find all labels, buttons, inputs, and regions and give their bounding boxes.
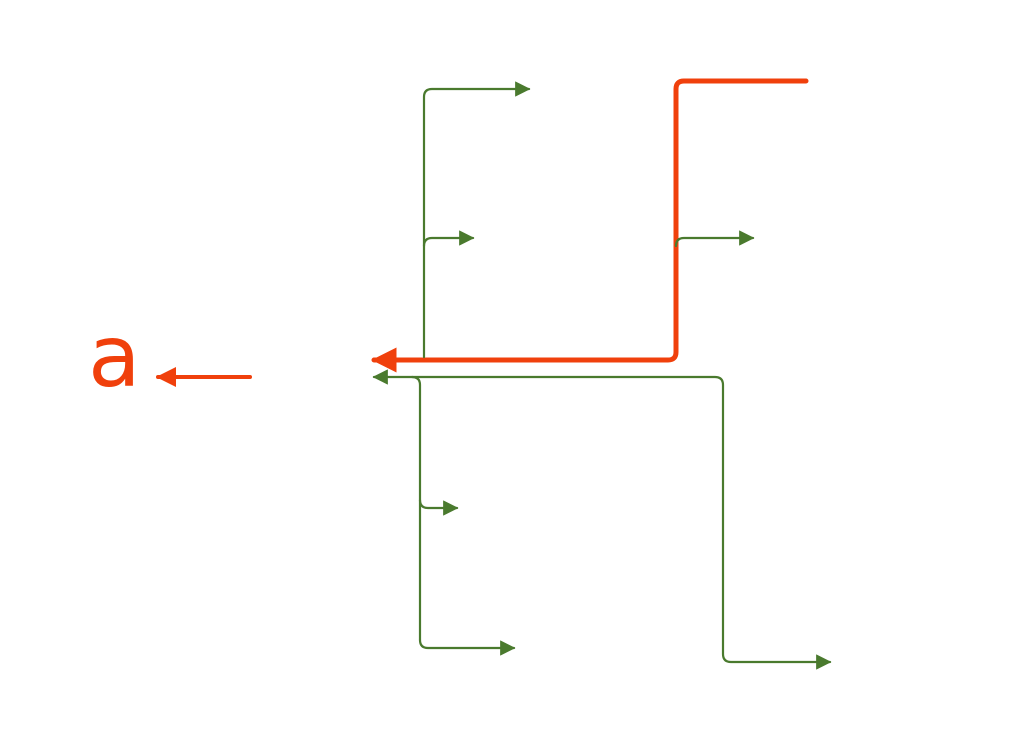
upper-top-branch bbox=[422, 81, 531, 359]
lower-mid-branch bbox=[418, 498, 459, 516]
upper-mid-branch bbox=[422, 230, 475, 248]
lower-bottom-branch bbox=[418, 638, 516, 656]
root-node-label: a bbox=[88, 307, 141, 407]
highlight-side-branch bbox=[674, 230, 755, 248]
lower-main-branch bbox=[372, 369, 422, 642]
highlight-path bbox=[371, 78, 809, 373]
lower-far-right-branch bbox=[410, 375, 832, 670]
